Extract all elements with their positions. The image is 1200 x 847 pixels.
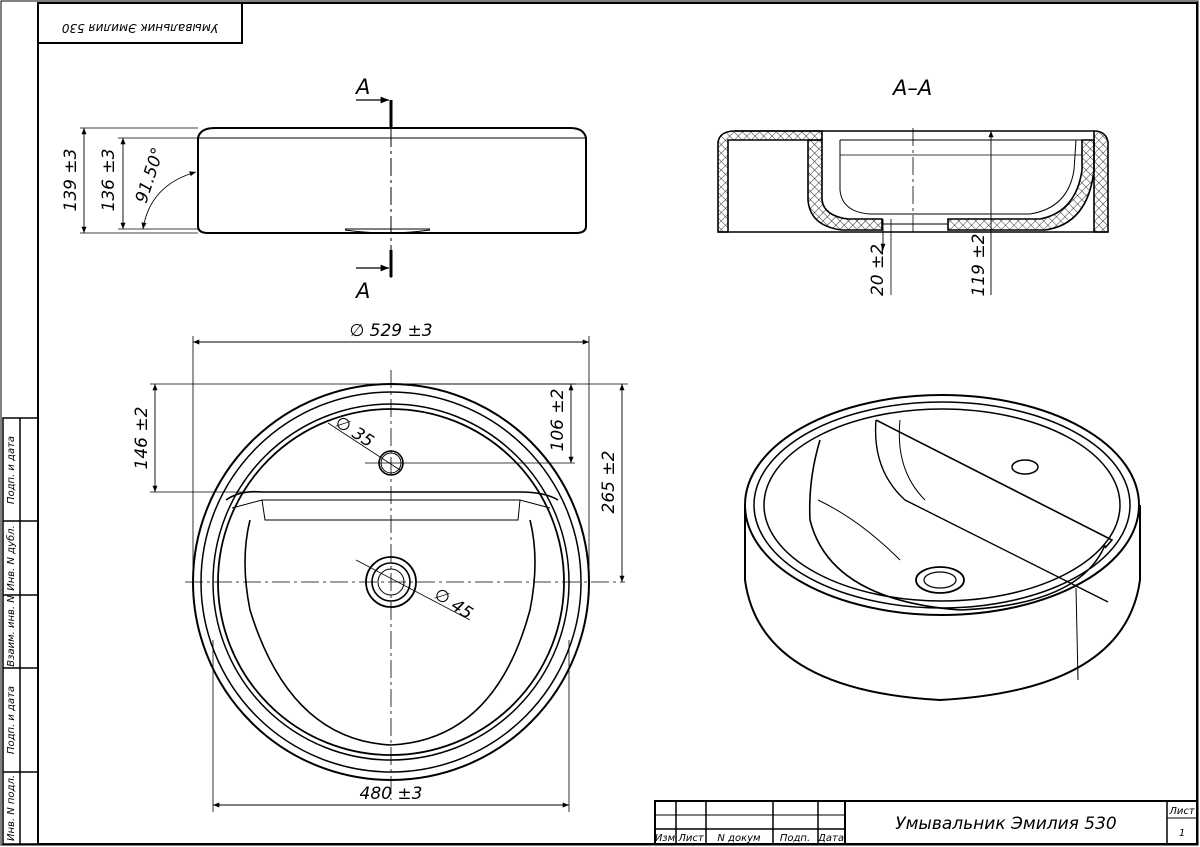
front-view: [80, 96, 587, 278]
strip-label-2: Инв. N дубл.: [5, 525, 17, 591]
dim-hole-35: ∅ 35: [331, 412, 377, 452]
strip-label-3: Взаим. инв. N: [6, 595, 17, 667]
strip-label-1: Подп. и дата: [6, 436, 17, 504]
section-title: А–А: [891, 76, 932, 100]
sheet-number: 1: [1179, 828, 1185, 839]
dim-hole-45: ∅ 45: [430, 584, 476, 624]
side-strip-labels: Подп. и дата Инв. N дубл. Взаим. инв. N …: [5, 436, 17, 841]
section-view: [717, 128, 1109, 295]
dim-section-119: 119 ±2: [969, 234, 989, 297]
section-letters: A A: [354, 75, 370, 303]
dim-width-480: 480 ±3: [360, 784, 423, 804]
top-view: [150, 336, 628, 812]
title-block: [654, 800, 1198, 845]
section-letter-bottom: A: [354, 279, 370, 303]
drawing-title: Умывальник Эмилия 530: [895, 814, 1117, 834]
sheet-label: Лист: [1168, 806, 1196, 817]
isometric-view: [744, 394, 1141, 702]
side-strip: [2, 417, 39, 845]
col-doc: N докум: [717, 833, 761, 844]
col-list: Лист: [677, 833, 705, 844]
top-stamp: Умывальник Эмилия 530: [37, 2, 243, 44]
strip-label-4: Подп. и дата: [6, 686, 17, 754]
dim-section-20: 20 ±2: [868, 244, 888, 296]
dim-height-136: 136 ±3: [99, 149, 119, 212]
dim-diameter-529: ∅ 529 ±3: [349, 321, 432, 341]
title-block-columns: Изм Лист N докум Подп. Дата: [655, 833, 844, 844]
col-izm: Изм: [655, 833, 676, 844]
dim-265: 265 ±2: [599, 451, 619, 514]
dim-146: 146 ±2: [132, 407, 152, 470]
dim-angle: 91.50°: [132, 145, 169, 206]
section-letter-top: A: [354, 75, 370, 99]
col-sign: Подп.: [780, 833, 810, 844]
dim-106: 106 ±2: [548, 389, 568, 452]
top-stamp-text: Умывальник Эмилия 530: [61, 21, 218, 35]
dim-height-139: 139 ±3: [61, 149, 81, 212]
strip-label-5: Инв. N подл.: [6, 775, 17, 841]
col-date: Дата: [817, 833, 844, 844]
